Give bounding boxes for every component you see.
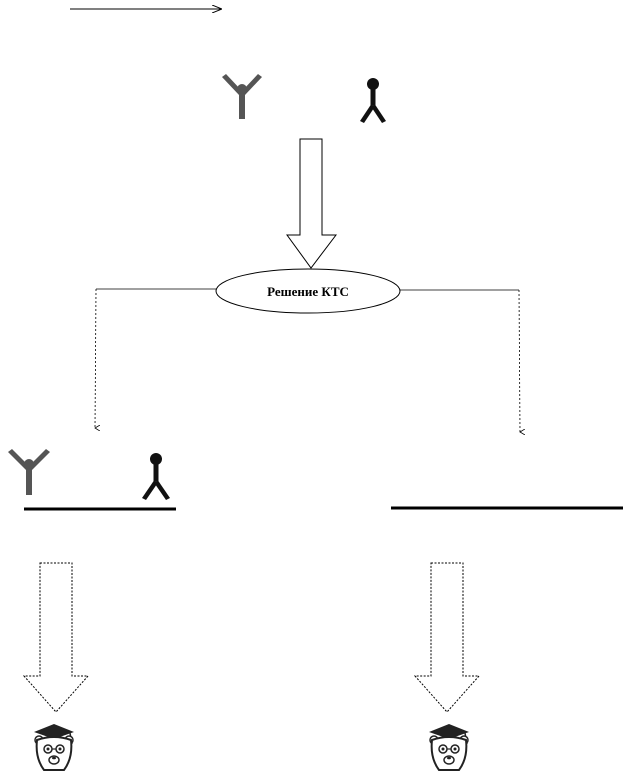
person-standing-icon	[360, 78, 386, 123]
left-dashed-down-arrow	[22, 562, 90, 713]
branch-right-drop	[518, 289, 520, 432]
person-arms-raised-icon	[222, 74, 262, 119]
branch-left-drop	[95, 288, 96, 428]
person-standing-icon	[142, 453, 170, 500]
decision-node: Решение КТС	[215, 268, 401, 314]
decision-node-label: Решение КТС	[267, 284, 349, 299]
person-arms-raised-icon	[8, 449, 50, 495]
judge-bear-icon	[429, 724, 469, 771]
judge-bear-icon	[34, 724, 74, 771]
big-down-arrow	[286, 138, 338, 269]
right-dashed-down-arrow	[413, 562, 481, 713]
